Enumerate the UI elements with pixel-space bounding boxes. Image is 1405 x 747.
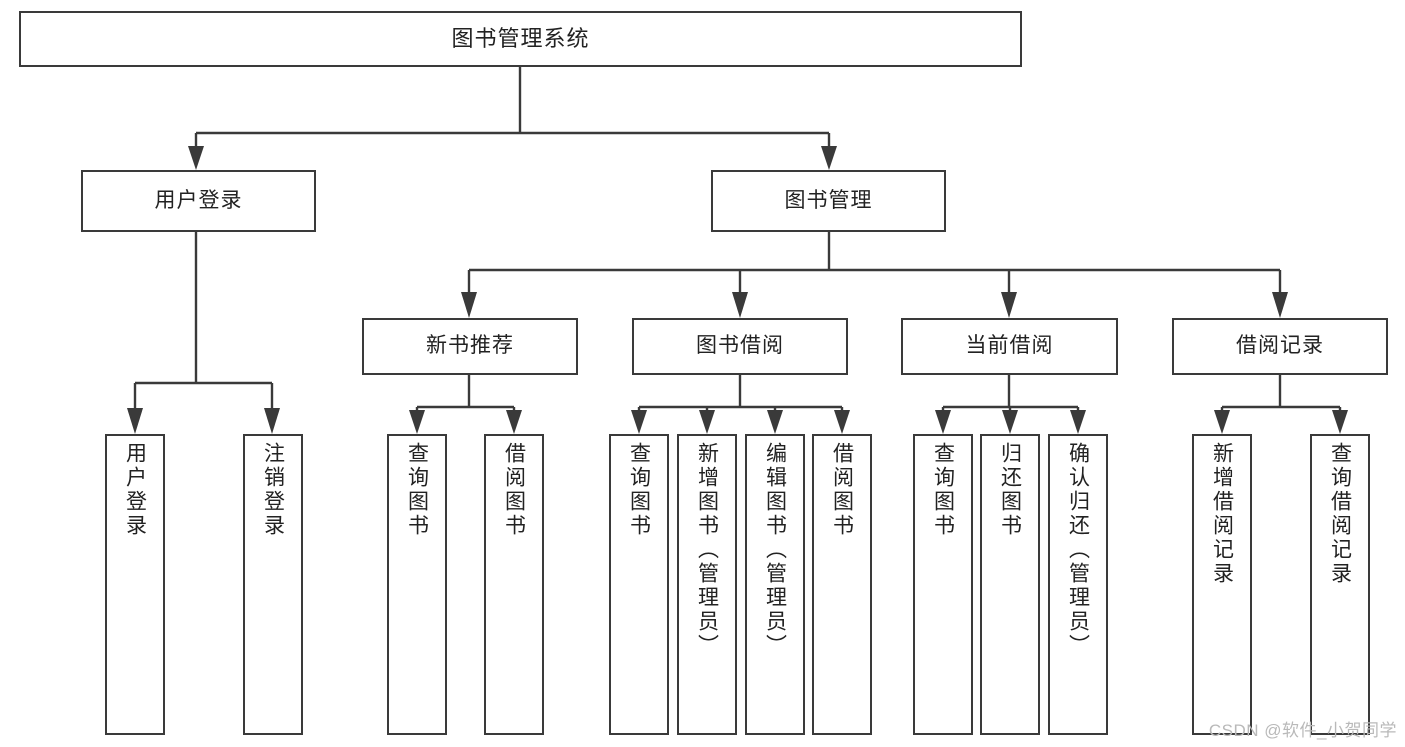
node-label: 图书管理 [784,188,873,212]
node-leaf-record-add[interactable]: 新增借阅记录 [1192,434,1252,735]
watermark: CSDN @软件_小贺同学 [1208,721,1397,740]
node-user-login[interactable]: 用户登录 [81,170,316,232]
node-leaf-borrow-query-book[interactable]: 查询图书 [609,434,669,735]
node-label: 查询图书 [405,442,429,538]
node-book-borrow[interactable]: 图书借阅 [632,318,848,375]
node-current-borrow[interactable]: 当前借阅 [901,318,1118,375]
node-leaf-logout[interactable]: 注销登录 [243,434,303,735]
arrow-head-leaf-record-2 [1332,410,1348,434]
arrow-head-leaf-logout [264,408,280,434]
node-root-system[interactable]: 图书管理系统 [19,11,1022,67]
arrow-head-new-book-recommend [461,292,477,318]
node-leaf-borrow-edit-book[interactable]: 编辑图书（管理员） [745,434,805,735]
arrow-head-leaf-recommend-2 [506,410,522,434]
node-book-management[interactable]: 图书管理 [711,170,946,232]
node-label: 注销登录 [261,442,285,538]
arrow-head-leaf-borrow-2 [699,410,715,434]
node-label: 借阅图书 [502,442,526,538]
node-borrow-record[interactable]: 借阅记录 [1172,318,1388,375]
arrow-head-leaf-user-login [127,408,143,434]
node-label: 借阅图书 [830,442,854,538]
node-label: 新增图书（管理员） [695,442,719,658]
arrow-head-leaf-current-2 [1002,410,1018,434]
node-leaf-record-query[interactable]: 查询借阅记录 [1310,434,1370,735]
node-label: 图书管理系统 [451,26,590,52]
node-label: 确认归还（管理员） [1066,442,1090,658]
node-leaf-current-confirm-return[interactable]: 确认归还（管理员） [1048,434,1108,735]
arrow-head-leaf-borrow-3 [767,410,783,434]
node-label: 图书借阅 [696,334,784,358]
arrow-head-book-manage [821,146,837,170]
node-label: 新增借阅记录 [1210,442,1234,586]
node-leaf-recommend-borrow-book[interactable]: 借阅图书 [484,434,544,735]
node-leaf-user-login[interactable]: 用户登录 [105,434,165,735]
arrow-head-book-borrow [732,292,748,318]
node-label: 用户登录 [123,442,147,538]
arrow-head-leaf-borrow-1 [631,410,647,434]
node-new-book-recommend[interactable]: 新书推荐 [362,318,578,375]
node-leaf-recommend-query-book[interactable]: 查询图书 [387,434,447,735]
node-label: 用户登录 [154,188,243,212]
node-label: 查询图书 [627,442,651,538]
node-label: 当前借阅 [965,334,1054,358]
arrow-head-current-borrow [1001,292,1017,318]
node-label: 借阅记录 [1236,334,1324,358]
node-label: 编辑图书（管理员） [763,442,787,658]
arrow-head-user-login [188,146,204,170]
node-leaf-borrow-borrow-book[interactable]: 借阅图书 [812,434,872,735]
arrow-head-borrow-record [1272,292,1288,318]
node-label: 查询借阅记录 [1328,442,1352,586]
arrow-head-leaf-current-3 [1070,410,1086,434]
arrow-head-leaf-borrow-4 [834,410,850,434]
node-leaf-current-query-book[interactable]: 查询图书 [913,434,973,735]
node-leaf-borrow-add-book[interactable]: 新增图书（管理员） [677,434,737,735]
arrow-head-leaf-recommend-1 [409,410,425,434]
arrow-head-leaf-current-1 [935,410,951,434]
node-label: 新书推荐 [426,334,514,358]
node-leaf-current-return-book[interactable]: 归还图书 [980,434,1040,735]
node-label: 查询图书 [931,442,955,538]
node-label: 归还图书 [998,442,1022,538]
arrow-head-leaf-record-1 [1214,410,1230,434]
